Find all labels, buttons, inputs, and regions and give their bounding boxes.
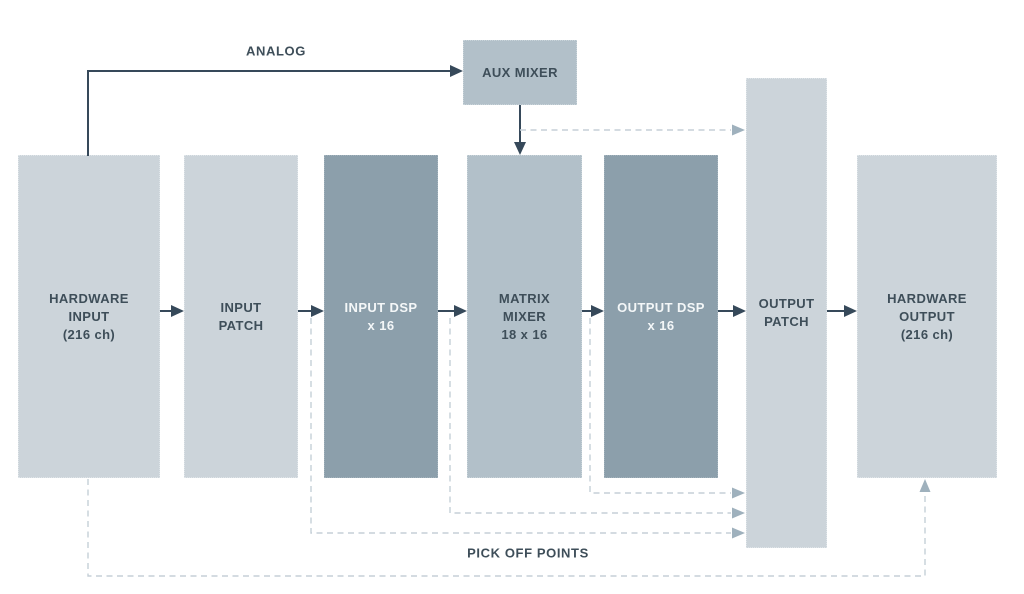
arrowhead-right-icon xyxy=(732,487,745,499)
arrowhead-right-icon xyxy=(732,124,745,136)
block-label-line: x 16 xyxy=(647,317,675,333)
block-hardware-output: HARDWARE OUTPUT (216 ch) xyxy=(857,155,997,478)
block-label-line: 18 x 16 xyxy=(501,326,548,342)
block-label-line: (216 ch) xyxy=(62,326,116,342)
block-label-line: MIXER xyxy=(502,308,547,324)
analog-label: ANALOG xyxy=(246,43,306,59)
arrowhead-right-icon xyxy=(454,305,467,317)
block-label-line: OUTPUT xyxy=(758,296,815,311)
block-input-patch: INPUT PATCH xyxy=(184,155,298,478)
arrowhead-right-icon xyxy=(733,305,746,317)
arrow-input-patch-to-input-dsp xyxy=(298,305,324,317)
arrowhead-right-icon xyxy=(171,305,184,317)
arrow-output-dsp-to-output-patch xyxy=(718,305,746,317)
arrowhead-right-icon xyxy=(732,507,745,519)
arrow-hardware-input-to-input-patch xyxy=(160,305,184,317)
block-aux-mixer: AUX MIXER xyxy=(463,40,577,105)
arrowhead-right-icon xyxy=(450,65,463,77)
connector-analog-hardware-input-to-aux-mixer xyxy=(87,65,463,156)
block-label-line: OUTPUT xyxy=(899,308,955,324)
pick-off-points-label: PICK OFF POINTS xyxy=(467,545,589,561)
block-label-line: INPUT xyxy=(68,308,110,324)
arrowhead-right-icon xyxy=(844,305,857,317)
block-label-line: HARDWARE xyxy=(49,290,129,306)
arrowhead-down-icon xyxy=(514,142,526,155)
block-hardware-input: HARDWARE INPUT (216 ch) xyxy=(18,155,160,478)
block-label-line: PATCH xyxy=(764,314,809,329)
arrow-input-dsp-to-matrix-mixer xyxy=(438,305,467,317)
block-output-dsp: OUTPUT DSP x 16 xyxy=(604,155,718,478)
block-label-line: x 16 xyxy=(367,317,395,333)
block-label-line: PATCH xyxy=(218,317,264,333)
pickoff-aux-mixer-to-output-patch xyxy=(520,124,745,136)
block-label-line: AUX MIXER xyxy=(482,64,558,80)
block-label-line: HARDWARE xyxy=(887,290,967,306)
block-label-line: (216 ch) xyxy=(900,326,954,342)
connector-aux-mixer-to-matrix-mixer xyxy=(514,105,526,155)
arrowhead-right-icon xyxy=(311,305,324,317)
arrowhead-right-icon xyxy=(591,305,604,317)
arrowhead-up-icon xyxy=(919,479,931,492)
block-label-line: MATRIX xyxy=(498,290,551,306)
block-label-line: INPUT xyxy=(220,299,262,315)
block-label-line: INPUT DSP xyxy=(344,299,418,315)
block-matrix-mixer: MATRIX MIXER 18 x 16 xyxy=(467,155,582,478)
block-output-patch: OUTPUT PATCH xyxy=(746,78,827,548)
arrow-output-patch-to-hardware-output xyxy=(827,305,857,317)
arrow-matrix-mixer-to-output-dsp xyxy=(582,305,604,317)
arrowhead-right-icon xyxy=(732,527,745,539)
block-label-line: OUTPUT DSP xyxy=(617,299,705,315)
block-input-dsp: INPUT DSP x 16 xyxy=(324,155,438,478)
